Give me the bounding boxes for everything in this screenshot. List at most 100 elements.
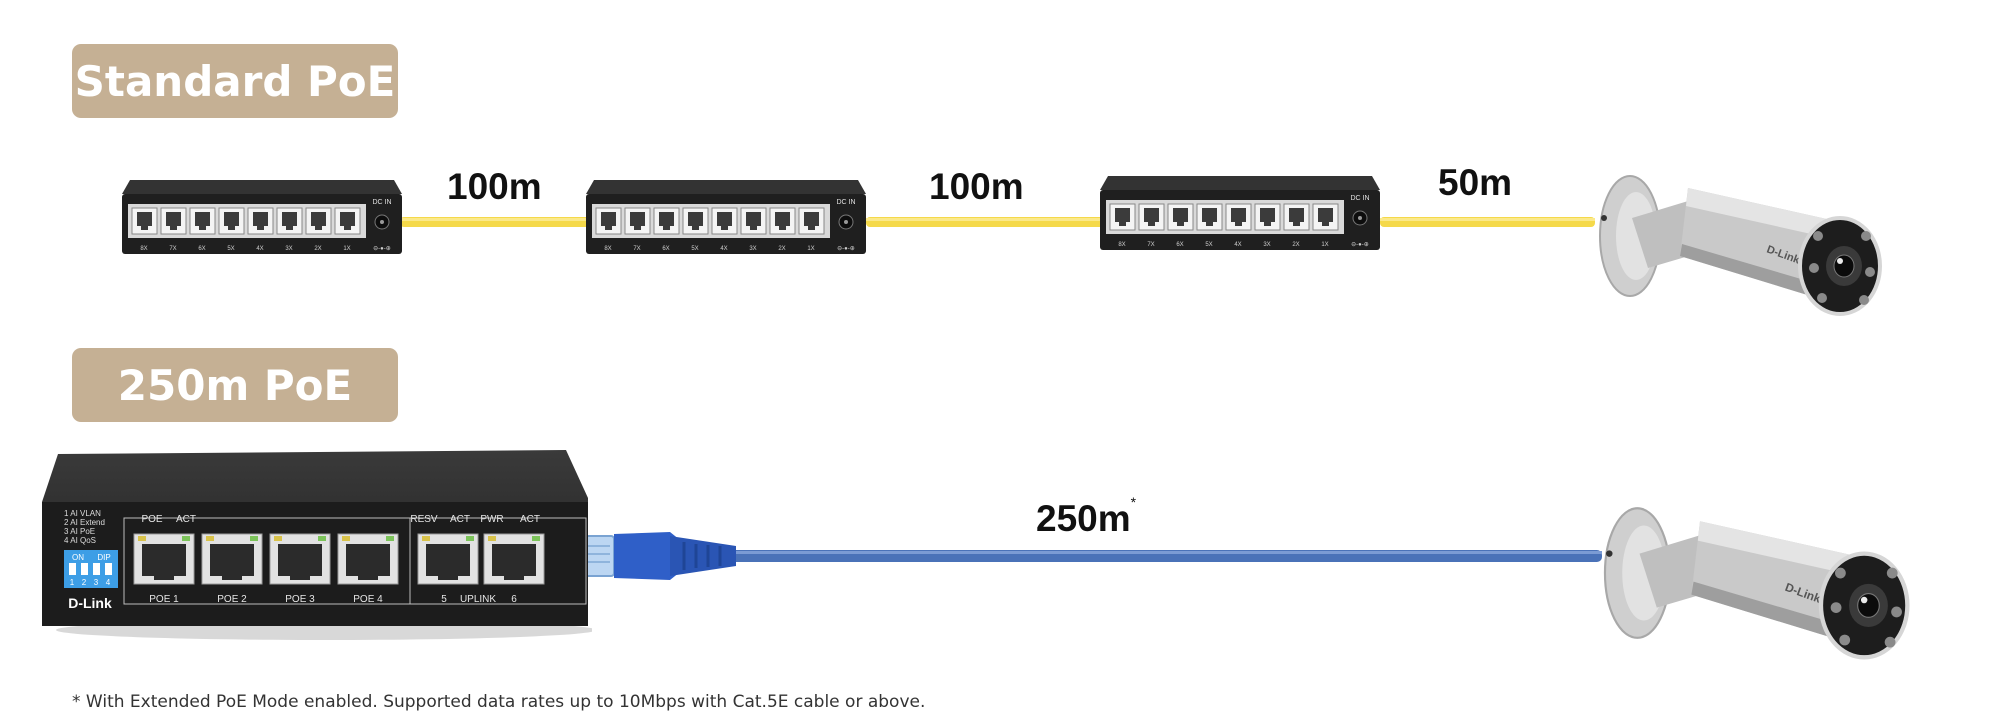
svg-text:⊖-●-⊕: ⊖-●-⊕	[1351, 242, 1369, 248]
port-number-label: 2X	[314, 246, 321, 252]
switch-port	[276, 207, 303, 235]
ethernet-port	[201, 533, 263, 585]
brand-logo: D-Link	[68, 595, 112, 611]
port-number-label: 1X	[807, 246, 814, 252]
panel-bottom-label: UPLINK	[460, 594, 496, 605]
switch-port	[305, 207, 332, 235]
ir-led	[1865, 267, 1875, 277]
svg-text:4: 4	[106, 578, 111, 587]
switch-port	[624, 207, 651, 235]
switch-port	[769, 207, 796, 235]
panel-bottom-label: POE 2	[217, 594, 247, 605]
ir-led	[1813, 231, 1823, 241]
switch-port	[711, 207, 738, 235]
switch-port	[189, 207, 216, 235]
ir-led	[1861, 231, 1871, 241]
distance-label-2: 100m	[929, 166, 1024, 207]
footnote: * With Extended PoE Mode enabled. Suppor…	[72, 692, 926, 712]
switch-port	[218, 207, 245, 235]
switch-port	[1283, 203, 1310, 231]
panel-top-label: RESV	[410, 514, 438, 525]
switch-port	[798, 207, 825, 235]
section-badge-standard-poe: Standard PoE	[72, 44, 398, 118]
poe-cable-2	[866, 217, 1106, 227]
port-number-label: 7X	[633, 246, 640, 252]
port-number-label: 4X	[1234, 242, 1241, 248]
switch-port	[131, 207, 158, 235]
svg-text:ON: ON	[72, 553, 84, 562]
status-led	[466, 536, 474, 541]
ir-led	[1859, 295, 1869, 305]
switch-port	[160, 207, 187, 235]
ir-led	[1886, 567, 1898, 579]
port-number-label: 5X	[691, 246, 698, 252]
svg-text:⊖-●-⊕: ⊖-●-⊕	[373, 246, 391, 252]
switch-port	[1225, 203, 1252, 231]
status-led	[488, 536, 496, 541]
port-number-label: 5X	[227, 246, 234, 252]
switch-port	[682, 207, 709, 235]
ip-camera-2: D-Link	[1603, 507, 1910, 660]
switch-port	[334, 207, 361, 235]
panel-top-label: POE	[141, 514, 162, 525]
poe-switch-2: 8X 7X 6X 5X 4X 3X 2X 1X DC IN ⊖-●-⊕	[586, 180, 866, 254]
switch-port	[740, 207, 767, 235]
switch-port	[1312, 203, 1339, 231]
ir-led	[1884, 636, 1896, 648]
panel-top-label: ACT	[520, 514, 540, 525]
port-number-label: 6X	[198, 246, 205, 252]
port-number-label: 5X	[1205, 242, 1212, 248]
panel-bottom-label: POE 3	[285, 594, 315, 605]
port-number-label: 4X	[720, 246, 727, 252]
power-input-label: DC IN	[836, 199, 855, 206]
port-number-label: 7X	[169, 246, 176, 252]
status-led	[318, 536, 326, 541]
svg-text:3: 3	[94, 578, 99, 587]
ir-led	[1835, 567, 1846, 579]
panel-top-label: ACT	[450, 514, 470, 525]
svg-text:2: 2	[82, 578, 87, 587]
status-led	[206, 536, 214, 541]
switch-port	[247, 207, 274, 235]
status-led	[250, 536, 258, 541]
switch-port	[1254, 203, 1281, 231]
port-number-label: 2X	[778, 246, 785, 252]
ethernet-port	[133, 533, 195, 585]
camera-lens	[1833, 254, 1855, 278]
port-number-label: 6X	[662, 246, 669, 252]
svg-text:⊖-●-⊕: ⊖-●-⊕	[837, 246, 855, 252]
ir-led	[1891, 606, 1902, 618]
port-number-label: 7X	[1147, 242, 1154, 248]
port-number-label: 3X	[1263, 242, 1270, 248]
port-number-label: 8X	[604, 246, 611, 252]
port-number-label: 8X	[1118, 242, 1125, 248]
switch-port	[1196, 203, 1223, 231]
status-led	[386, 536, 394, 541]
panel-bottom-label: POE 4	[353, 594, 383, 605]
distance-value: 250m	[1036, 498, 1131, 539]
status-led	[342, 536, 350, 541]
ip-camera-1: D-Link	[1599, 175, 1882, 316]
status-led	[182, 536, 190, 541]
status-led	[274, 536, 282, 541]
power-input-label: DC IN	[1350, 195, 1369, 202]
panel-bottom-label: 6	[511, 594, 517, 605]
panel-bottom-label: 5	[441, 594, 447, 605]
distance-label-3: 50m	[1438, 162, 1513, 203]
extended-poe-cable	[730, 550, 1602, 562]
port-number-label: 1X	[343, 246, 350, 252]
port-number-label: 3X	[749, 246, 756, 252]
switch-port	[1167, 203, 1194, 231]
port-number-label: 2X	[1292, 242, 1299, 248]
ir-led	[1839, 634, 1851, 646]
dip-legend-item: 1 AI VLAN	[64, 509, 101, 518]
panel-bottom-label: POE 1	[149, 594, 179, 605]
ethernet-port	[337, 533, 399, 585]
port-number-label: 3X	[285, 246, 292, 252]
switch-port	[1138, 203, 1165, 231]
section-label: 250m PoE	[117, 360, 353, 410]
power-input-label: DC IN	[372, 199, 391, 206]
section-label: Standard PoE	[74, 56, 396, 106]
